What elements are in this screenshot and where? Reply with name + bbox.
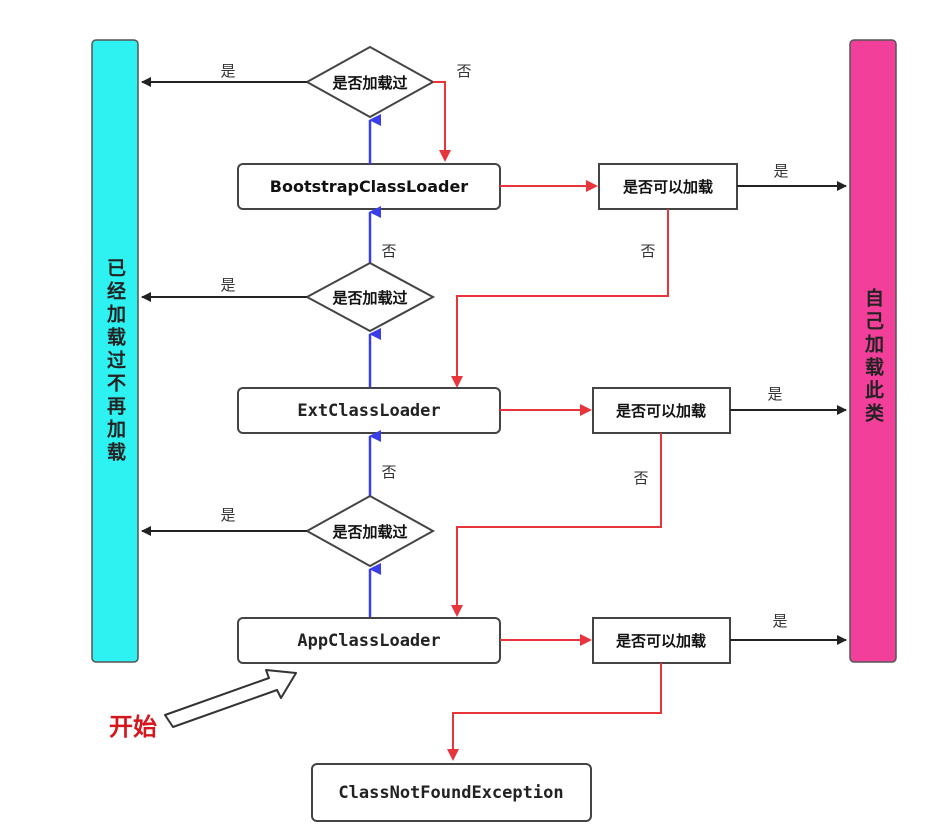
yes-label-3: 是 [220,506,235,524]
box-can-load-1-text: 是否可以加载 [622,178,713,196]
no-label-can-2: 否 [633,469,648,487]
diamond-2-text: 是否加载过 [331,289,407,307]
left-bar-label: 已经加载过不再加载 [104,258,127,465]
no-label-2: 否 [381,242,396,260]
box-can-load-3-text: 是否可以加载 [615,632,706,650]
box-ext-loader-text: ExtClassLoader [297,401,440,421]
right-bar [849,39,897,663]
diamond-3-text: 是否加载过 [331,523,407,541]
box-can-load-2-text: 是否可以加载 [615,402,706,420]
no-label-3: 否 [381,463,396,481]
no-label-can-1: 否 [640,242,655,260]
yes-label-2: 是 [220,276,235,294]
yes-label-can-2: 是 [767,385,782,403]
start-label: 开始 [109,713,157,741]
right-bar-label: 自己加载此类 [862,287,885,426]
diamond-loaded-check-2 [304,261,436,333]
box-can-load-2 [592,387,731,434]
yes-label-can-1: 是 [773,162,788,180]
box-bootstrap-loader-text: BootstrapClassLoader [270,177,469,196]
start-arrow [164,669,297,728]
no-label-1: 否 [456,62,471,80]
box-app-loader-text: AppClassLoader [297,631,440,651]
box-exception-text: ClassNotFoundException [338,783,563,803]
diamond-loaded-check-3 [304,494,436,568]
left-bar [91,39,139,663]
yes-label-can-3: 是 [772,612,787,630]
yes-label-1: 是 [220,62,235,80]
box-can-load-3 [592,617,731,664]
diamond-1-text: 是否加载过 [331,74,407,92]
box-exception [311,763,592,822]
